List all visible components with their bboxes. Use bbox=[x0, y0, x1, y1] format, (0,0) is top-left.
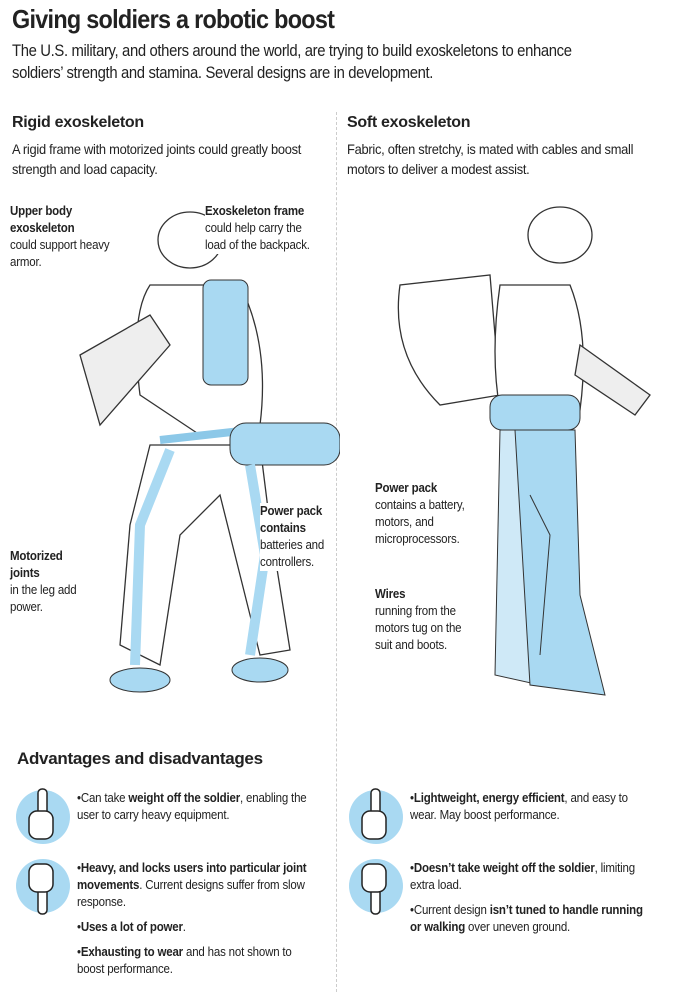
helmet-icon bbox=[527, 206, 593, 264]
rigid-description: A rigid frame with motorized joints coul… bbox=[12, 141, 302, 177]
subtitle: The U.S. military, and others around the… bbox=[12, 42, 572, 82]
bullet: •Current design isn’t tuned to handle ru… bbox=[410, 903, 643, 934]
bullet: •Doesn’t take weight off the soldier, li… bbox=[410, 861, 635, 892]
column-divider bbox=[336, 112, 337, 992]
bullet: •Exhausting to wear and has not shown to… bbox=[77, 945, 292, 976]
thumbs-up-icon bbox=[16, 788, 70, 844]
thumbs-down-icon bbox=[349, 859, 403, 915]
bullet: •Heavy, and locks users into particular … bbox=[77, 861, 307, 909]
rigid-heading: Rigid exoskeleton bbox=[12, 114, 144, 131]
soft-exoskeleton-illustration bbox=[397, 206, 651, 696]
page-title: Giving soldiers a robotic boost bbox=[12, 4, 335, 34]
thumbs-up-icon bbox=[349, 788, 403, 844]
soft-disadvantages: •Doesn’t take weight off the soldier, li… bbox=[410, 860, 645, 944]
bullet: •Lightweight, energy efficient, and easy… bbox=[410, 791, 628, 822]
soft-heading: Soft exoskeleton bbox=[347, 114, 471, 131]
thumbs-down-icon bbox=[16, 859, 70, 915]
rigid-disadvantages: •Heavy, and locks users into particular … bbox=[77, 860, 312, 986]
power-pack-icon bbox=[229, 422, 340, 466]
advantages-heading: Advantages and disadvantages bbox=[17, 749, 263, 768]
power-pack-icon bbox=[489, 394, 581, 431]
soft-advantages: •Lightweight, energy efficient, and easy… bbox=[410, 790, 649, 832]
bullet: •Can take weight off the soldier, enabli… bbox=[77, 791, 307, 822]
soft-description: Fabric, often stretchy, is mated with ca… bbox=[347, 141, 634, 177]
rigid-advantages: •Can take weight off the soldier, enabli… bbox=[77, 790, 312, 832]
bullet: •Uses a lot of power. bbox=[77, 920, 186, 934]
rigid-exoskeleton-illustration bbox=[79, 211, 340, 693]
